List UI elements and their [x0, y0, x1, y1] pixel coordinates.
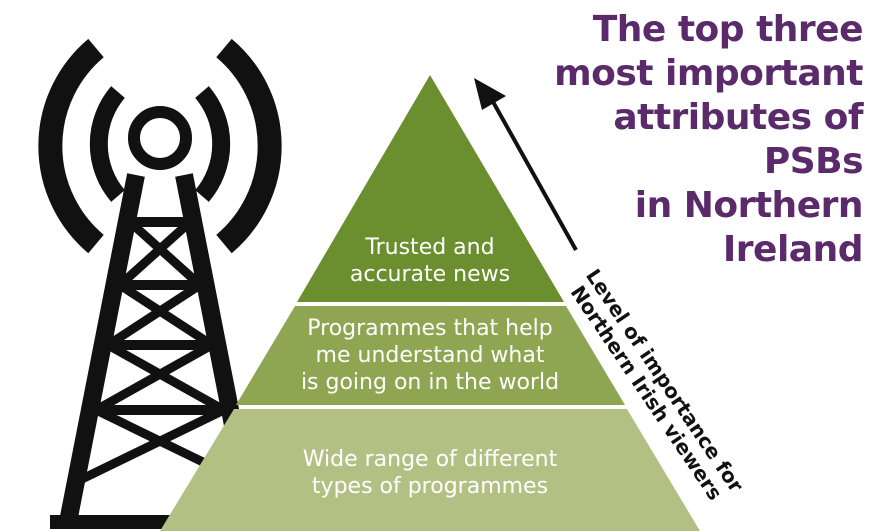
- pyramid-tier-middle: [236, 306, 625, 405]
- pyramid-tier-bottom: [160, 409, 700, 531]
- pyramid: [160, 75, 700, 531]
- tier-middle-line-2: me understand what: [315, 343, 545, 368]
- title-line-4: in Northern: [634, 185, 864, 226]
- arrow-up-icon: [474, 78, 578, 251]
- title-line-3: attributes of PSBs: [613, 97, 863, 182]
- title-line-5: Ireland: [722, 229, 864, 270]
- tier-middle-line-1: Programmes that help: [307, 316, 553, 341]
- tier-label-top: Trusted and accurate news: [305, 234, 555, 288]
- page-title: The top three most important attributes …: [533, 8, 863, 272]
- tier-label-middle: Programmes that help me understand what …: [265, 315, 595, 396]
- pyramid-tier-top: [297, 75, 564, 302]
- title-line-2: most important: [554, 53, 863, 94]
- title-line-1: The top three: [592, 9, 864, 50]
- tier-bottom-line-1: Wide range of different: [302, 447, 558, 472]
- tier-bottom-line-2: types of programmes: [311, 474, 549, 499]
- tier-label-bottom: Wide range of different types of program…: [250, 446, 610, 500]
- tier-top-line-2: accurate news: [349, 262, 511, 287]
- tier-middle-line-3: is going on in the world: [300, 370, 560, 395]
- tier-top-line-1: Trusted and: [365, 235, 495, 260]
